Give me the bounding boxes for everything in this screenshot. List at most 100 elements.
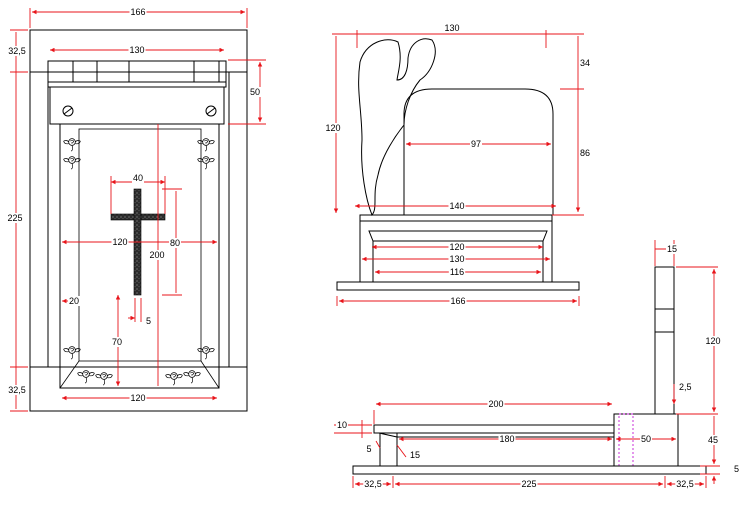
dim-top-bottom-120: 120 [130,393,145,403]
label-backdrop [67,296,81,306]
label-backdrop [131,173,145,183]
rose-ornament-icon [63,138,81,152]
dim-side-2-5: 2,5 [679,382,692,392]
dim-top-50: 50 [250,87,260,97]
top-outer-frame [29,29,248,412]
dim-front-step-116: 116 [450,267,464,277]
dim-side-32-5-right: 32,5 [676,479,694,489]
rose-ornament-icon [63,156,81,170]
dim-side-15-small: 15 [410,450,420,460]
dim-top-32-5-upper: 32,5 [8,46,26,56]
side-base [352,465,707,475]
bolt-right-icon [205,105,217,117]
label-backdrop [7,385,27,395]
label-backdrop [733,464,741,474]
rose-ornament-icon [183,370,201,384]
dim-side-225: 225 [521,479,536,489]
top-plate [47,60,227,88]
side-frame-top [373,424,615,434]
rose-ornament-icon [197,156,215,170]
dim-front-step-120: 120 [449,242,464,252]
side-hidden-edge [618,413,634,467]
label-backdrop [129,7,147,17]
label-backdrop [408,450,422,460]
label-backdrop [579,148,592,158]
front-headstone [403,88,554,215]
side-view: 15 120 45 5 2,5 200 10 180 50 5 15 32, [334,240,741,489]
bolt-left-icon [62,105,74,117]
rose-ornament-icon [77,370,95,384]
label-backdrop [704,336,722,346]
dim-side-50: 50 [641,434,651,444]
dim-front-140: 140 [449,201,464,211]
label-backdrop [448,254,466,264]
label-backdrop [579,58,592,68]
label-backdrop [678,382,693,392]
label-backdrop [448,242,466,252]
label-backdrop [324,123,342,133]
label-backdrop [449,296,467,306]
dim-top-130: 130 [129,45,144,55]
dim-top-225: 225 [7,213,22,223]
rose-ornament-icon [165,372,183,386]
label-backdrop [365,444,373,454]
dim-side-120: 120 [705,336,720,346]
dim-front-86: 86 [580,148,590,158]
rose-ornament-icon [197,346,215,360]
dim-top-166: 166 [130,7,145,17]
label-backdrop [448,267,466,277]
dim-front-130: 130 [444,23,459,33]
label-backdrop [128,45,146,55]
dim-side-10: 10 [337,420,347,430]
label-backdrop [487,399,505,409]
front-base [336,281,580,291]
rose-ornament-icon [197,138,215,152]
label-backdrop [129,393,147,403]
rose-ornament-icon [63,346,81,360]
label-backdrop [706,435,720,445]
dim-top-cross-40: 40 [133,173,143,183]
label-backdrop [6,213,24,223]
dim-front-step-130: 130 [449,254,464,264]
label-backdrop [448,201,466,211]
angel-wings-silhouette [358,38,436,216]
dim-top-cross-5: 5 [146,316,151,326]
front-view: 130 34 86 120 97 140 120 130 116 166 [324,23,592,306]
dim-side-32-5-left: 32,5 [364,479,382,489]
dim-top-32-5-lower: 32,5 [8,385,26,395]
dim-front-97: 97 [471,139,481,149]
label-backdrop [443,23,461,33]
label-backdrop [110,337,124,347]
dim-side-45: 45 [708,435,718,445]
dim-side-180: 180 [499,434,514,444]
label-backdrop [168,238,182,248]
top-headstone [49,86,225,125]
dim-top-inner-120: 120 [112,237,127,247]
side-stele [654,266,675,415]
label-backdrop [639,434,653,444]
dim-top-70: 70 [112,337,122,347]
label-backdrop [148,250,166,260]
dim-side-5-left: 5 [366,444,371,454]
top-view: 166 130 32,5 225 32,5 50 40 120 80 200 2… [6,7,266,412]
dim-front-166: 166 [450,296,465,306]
dim-side-5-right: 5 [734,464,739,474]
dim-side-15: 15 [667,244,677,254]
dim-top-cross-200: 200 [149,250,164,260]
label-backdrop [248,87,262,97]
label-backdrop [469,139,483,149]
rose-ornament-icon [95,372,113,386]
dim-top-20: 20 [69,296,79,306]
top-inner-frame [59,123,220,389]
label-backdrop [111,237,129,247]
label-backdrop [520,479,538,489]
dim-front-120: 120 [325,123,340,133]
label-backdrop [336,420,349,430]
label-backdrop [7,46,27,56]
label-backdrop [666,244,679,254]
dim-top-cross-80: 80 [170,238,180,248]
dim-side-200: 200 [488,399,503,409]
label-backdrop [498,434,516,444]
label-backdrop [363,479,383,489]
